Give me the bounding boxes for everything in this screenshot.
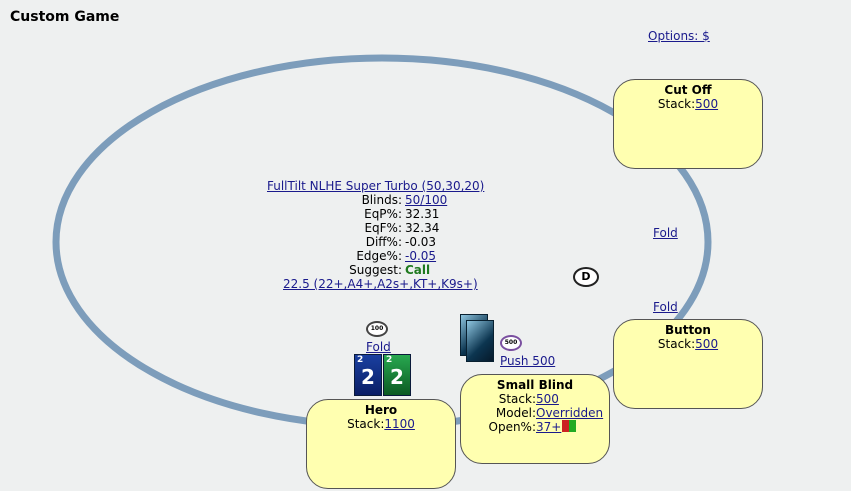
- seat-hero[interactable]: Hero Stack:1100: [306, 399, 456, 489]
- open-link[interactable]: 37+: [536, 420, 562, 434]
- info-row-eqf: EqF%: 32.34: [364, 221, 440, 235]
- cutoff-action[interactable]: Fold: [653, 226, 678, 240]
- range-link[interactable]: 22.5 (22+,A4+,A2s+,KT+,K9s+): [283, 277, 478, 291]
- open-bar-red: [562, 420, 570, 432]
- deck-back-icon: [466, 320, 494, 362]
- seat-small-blind[interactable]: Small Blind Stack:500 Model:Overridden O…: [460, 374, 610, 464]
- options-link[interactable]: Options: $: [648, 29, 710, 43]
- info-row-diff: Diff%: -0.03: [365, 235, 437, 249]
- seat-button[interactable]: Button Stack:500: [613, 319, 763, 409]
- button-action[interactable]: Fold: [653, 300, 678, 314]
- info-row-blinds: Blinds: 50/100: [361, 193, 448, 207]
- model-link[interactable]: Overridden: [536, 406, 604, 420]
- seat-name: Button: [665, 323, 711, 337]
- seat-name: Small Blind: [496, 378, 574, 392]
- small-blind-action[interactable]: Push 500: [500, 354, 556, 368]
- chip-icon: 500: [500, 335, 522, 351]
- tournament-link[interactable]: FullTilt NLHE Super Turbo (50,30,20): [267, 179, 485, 193]
- dealer-button-icon: D: [573, 267, 599, 287]
- stack-link[interactable]: 500: [695, 337, 719, 351]
- stack-link[interactable]: 500: [695, 97, 719, 111]
- seat-name: Cut Off: [664, 83, 712, 97]
- hero-card-2: 2 2: [383, 354, 411, 396]
- chip-icon: 100: [366, 321, 388, 337]
- stack-link[interactable]: 1100: [384, 417, 415, 431]
- info-row-edge: Edge%: -0.05: [356, 249, 437, 263]
- suggest-value: Call: [405, 263, 431, 277]
- info-row-eqp: EqP%: 32.31: [364, 207, 440, 221]
- page-title: Custom Game: [10, 9, 120, 25]
- info-panel: FullTilt NLHE Super Turbo (50,30,20) Bli…: [230, 179, 530, 291]
- info-row-suggest: Suggest: Call: [349, 263, 431, 277]
- hero-card-1: 2 2: [354, 354, 382, 396]
- seat-name: Hero: [364, 403, 398, 417]
- open-bar-green: [569, 420, 577, 432]
- blinds-link[interactable]: 50/100: [405, 193, 448, 207]
- stack-link[interactable]: 500: [536, 392, 559, 406]
- hero-action[interactable]: Fold: [366, 340, 391, 354]
- seat-cutoff[interactable]: Cut Off Stack:500: [613, 79, 763, 169]
- edge-link[interactable]: -0.05: [405, 249, 437, 263]
